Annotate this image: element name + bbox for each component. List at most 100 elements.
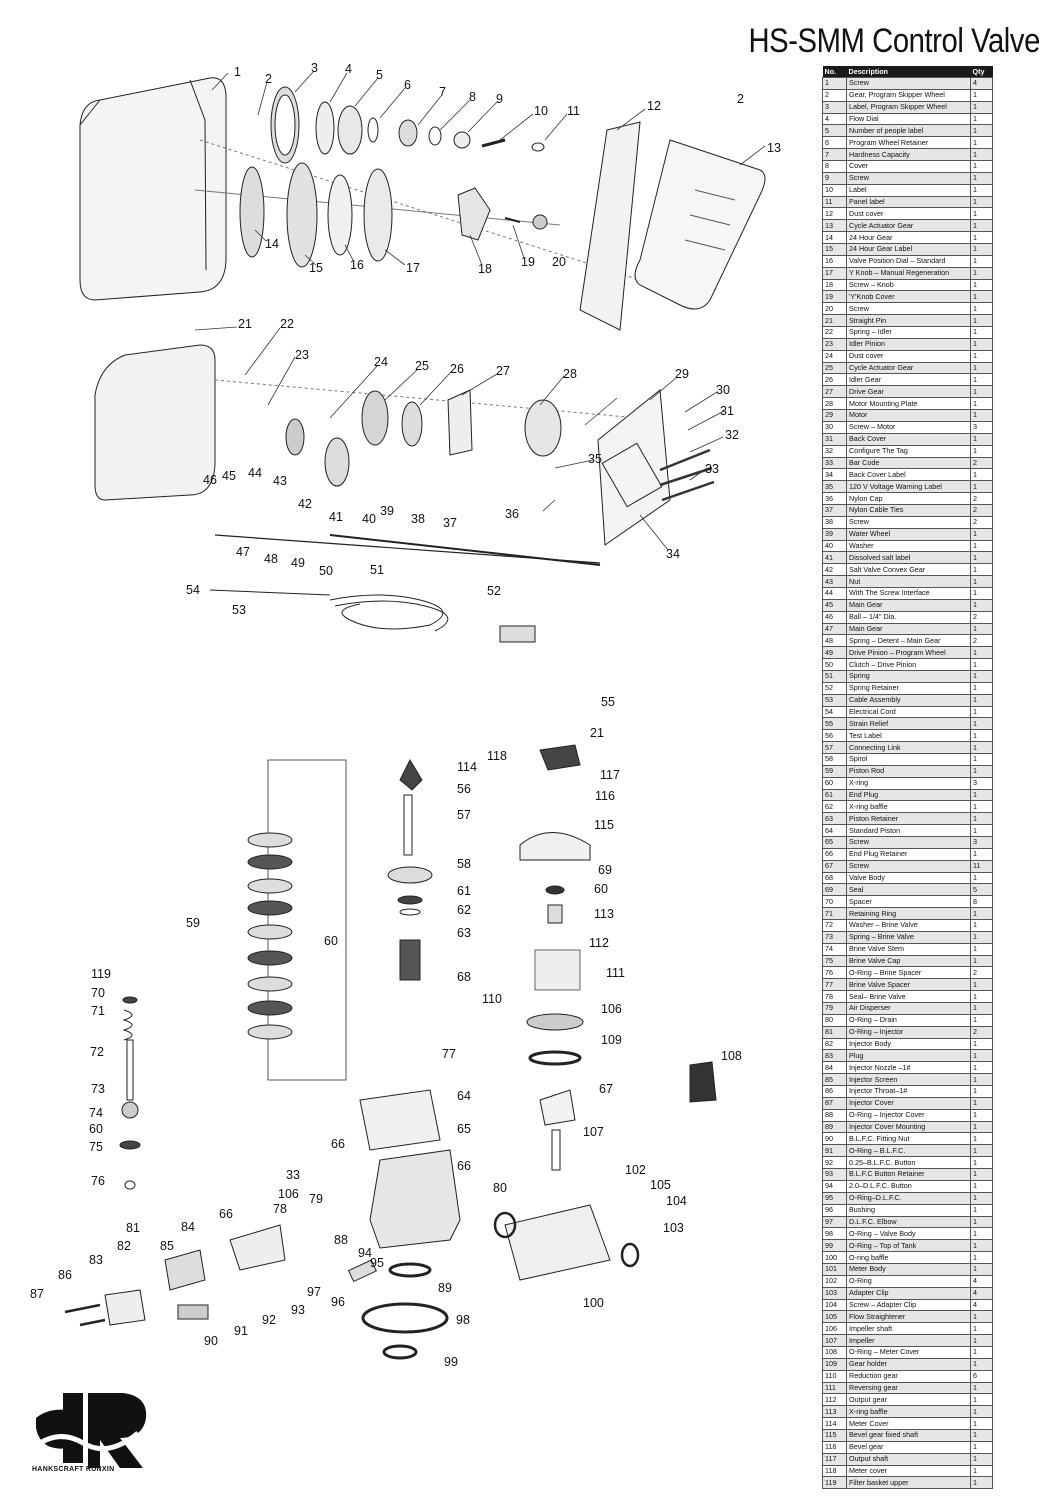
- part-number-cell: 112: [822, 1393, 847, 1407]
- column-header-qty: Qty: [970, 66, 993, 78]
- description-cell: Screw – Knob: [846, 278, 971, 292]
- callout-number: 86: [58, 1268, 72, 1282]
- qty-cell: 1: [970, 1405, 993, 1419]
- qty-cell: 1: [970, 88, 993, 102]
- description-cell: Retaining Ring: [846, 907, 971, 921]
- part-number-cell: 92: [822, 1156, 847, 1170]
- callout-number: 70: [91, 986, 105, 1000]
- qty-cell: 1: [970, 278, 993, 292]
- qty-cell: 1: [970, 658, 993, 671]
- qty-cell: 1: [970, 290, 993, 304]
- callout-number: 40: [362, 512, 376, 526]
- description-cell: End Plug: [846, 788, 971, 802]
- callout-number: 84: [181, 1220, 195, 1234]
- part-number-cell: 94: [822, 1179, 847, 1193]
- callout-number: 10: [534, 104, 548, 118]
- part-number-cell: 76: [822, 966, 847, 980]
- description-cell: Clutch – Drive Pinion: [846, 658, 971, 671]
- part-number-cell: 74: [822, 942, 847, 956]
- qty-cell: 1: [970, 1096, 993, 1110]
- callout-number: 82: [117, 1239, 131, 1253]
- description-cell: Cover: [846, 160, 971, 173]
- callout-number: 98: [456, 1313, 470, 1327]
- description-cell: Screw: [846, 859, 971, 873]
- meter-assembly: [519, 744, 591, 1171]
- main-valve-body: [359, 1089, 461, 1360]
- part-number-cell: 16: [822, 254, 847, 268]
- description-cell: Drive Gear: [846, 385, 971, 399]
- qty-cell: 2: [970, 515, 993, 529]
- description-cell: Plug: [846, 1049, 971, 1063]
- description-cell: 120 V Voltage Warning Label: [846, 480, 971, 494]
- part-number-cell: 96: [822, 1203, 847, 1217]
- description-cell: Air Disperser: [846, 1002, 971, 1015]
- part-number-cell: 19: [822, 290, 847, 304]
- callout-number: 60: [324, 934, 338, 948]
- qty-cell: 1: [970, 669, 993, 683]
- description-cell: Washer: [846, 539, 971, 553]
- part-number-cell: 4: [822, 112, 847, 126]
- part-number-cell: 115: [822, 1428, 847, 1442]
- qty-cell: 1: [970, 112, 993, 126]
- callout-number: 2: [265, 72, 272, 86]
- qty-cell: 1: [970, 385, 993, 399]
- part-number-cell: 37: [822, 503, 847, 517]
- qty-cell: 1: [970, 871, 993, 885]
- qty-cell: 4: [970, 1274, 993, 1288]
- qty-cell: 1: [970, 302, 993, 316]
- motor-assembly: [94, 344, 715, 643]
- callout-number: 43: [273, 474, 287, 488]
- description-cell: Standard Piston: [846, 824, 971, 837]
- description-cell: O-Ring – Drain: [846, 1013, 971, 1027]
- callout-number: 57: [457, 808, 471, 822]
- callout-number: 24: [374, 355, 388, 369]
- part-number-cell: 81: [822, 1025, 847, 1039]
- qty-cell: 1: [970, 1239, 993, 1253]
- part-number-cell: 67: [822, 859, 847, 873]
- callout-number: 33: [705, 462, 719, 476]
- description-cell: Bushing: [846, 1203, 971, 1217]
- qty-cell: 1: [970, 349, 993, 363]
- callout-number: 89: [438, 1281, 452, 1295]
- part-number-cell: 5: [822, 124, 847, 138]
- qty-cell: 1: [970, 954, 993, 968]
- part-number-cell: 8: [822, 160, 847, 173]
- part-number-cell: 24: [822, 349, 847, 363]
- description-cell: Motor: [846, 409, 971, 422]
- description-cell: Label, Program Skipper Wheel: [846, 100, 971, 114]
- description-cell: Flow Dial: [846, 112, 971, 126]
- callout-number: 95: [370, 1256, 384, 1270]
- part-number-cell: 31: [822, 432, 847, 446]
- part-number-cell: 52: [822, 681, 847, 695]
- part-number-cell: 32: [822, 444, 847, 458]
- qty-cell: 1: [970, 1215, 993, 1229]
- qty-cell: 1: [970, 136, 993, 150]
- description-cell: Washer – Brine Valve: [846, 919, 971, 932]
- description-cell: Dissolved salt label: [846, 551, 971, 565]
- part-number-cell: 118: [822, 1464, 847, 1478]
- callout-number: 35: [588, 452, 602, 466]
- column-header-description: Description: [846, 66, 971, 78]
- qty-cell: 1: [970, 741, 993, 754]
- callout-number: 117: [600, 768, 620, 782]
- callout-number: 76: [91, 1174, 105, 1188]
- part-number-cell: 62: [822, 800, 847, 814]
- description-cell: Number of people label: [846, 124, 971, 138]
- part-number-cell: 80: [822, 1013, 847, 1027]
- part-number-cell: 102: [822, 1274, 847, 1288]
